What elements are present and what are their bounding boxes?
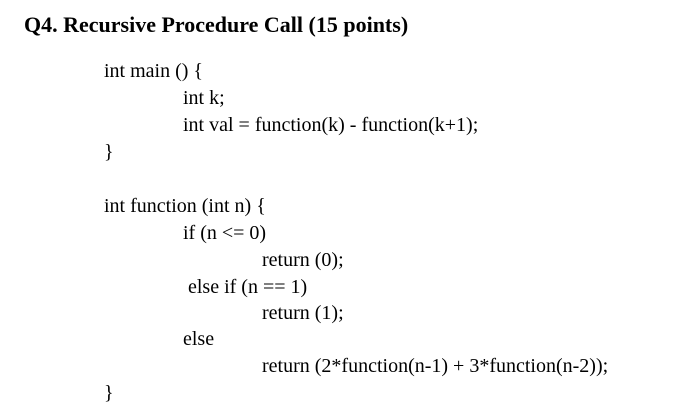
code-line: return (2*function(n-1) + 3*function(n-2… bbox=[262, 355, 609, 377]
code-line: return (1); bbox=[262, 302, 344, 324]
code-line: else if (n == 1) bbox=[188, 276, 308, 298]
code-line: int val = function(k) - function(k+1); bbox=[183, 114, 479, 136]
code-line: int k; bbox=[183, 87, 225, 109]
question-title: Q4. Recursive Procedure Call (15 points) bbox=[24, 12, 409, 37]
code-line: } bbox=[104, 141, 114, 163]
code-line: int main () { bbox=[104, 60, 204, 82]
code-line: } bbox=[104, 382, 114, 404]
code-line: if (n <= 0) bbox=[183, 222, 267, 244]
code-line: else bbox=[183, 328, 215, 350]
code-line: return (0); bbox=[262, 249, 344, 271]
code-line: int function (int n) { bbox=[104, 195, 266, 217]
